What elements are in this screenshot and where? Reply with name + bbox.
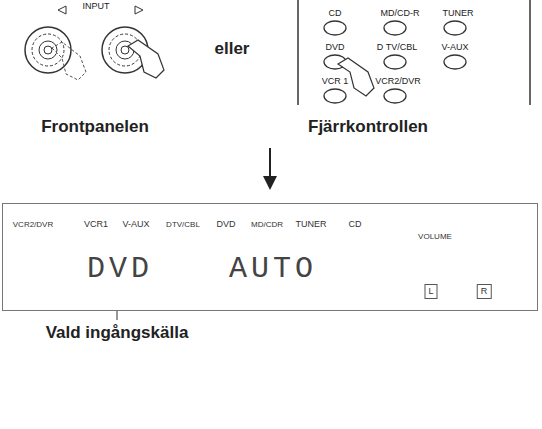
down-arrow <box>263 148 277 190</box>
source-indicator: DTV/CBL <box>166 221 200 229</box>
volume-label: VOLUME <box>418 233 452 241</box>
remote-edge <box>529 0 531 105</box>
remote-buttons <box>324 21 466 103</box>
button-label: CD <box>329 9 342 18</box>
display-source: DVD <box>87 254 153 284</box>
button-label: TUNER <box>443 9 474 18</box>
button-label: VCR2/DVR <box>375 77 421 86</box>
button-label: V-AUX <box>441 43 468 52</box>
source-indicator: MD/CDR <box>251 221 283 229</box>
button-label: D TV/CBL <box>377 43 417 52</box>
control-name: INPUT <box>83 2 110 11</box>
source-indicator: TUNER <box>296 220 327 229</box>
channel-indicator: L <box>424 284 437 299</box>
caption: Frontpanelen <box>41 118 149 135</box>
source-indicator: VCR2/DVR <box>13 221 53 229</box>
right-triangle <box>135 6 143 14</box>
button-label: VCR 1 <box>322 77 349 86</box>
remote-edge <box>297 0 299 105</box>
display-panel: VCR2/DVR VCR1 V-AUX DTV/CBL DVD MD/CDR TUNER CD… <box>2 203 538 311</box>
caption: Fjärrkontrollen <box>308 118 428 135</box>
button-label: DVD <box>325 43 344 52</box>
display-mode: AUTO <box>229 254 317 284</box>
button-label: MD/CD-R <box>381 9 420 18</box>
callout-caption: Vald ingångskälla <box>46 324 189 341</box>
hand-outline-dashed <box>52 42 86 80</box>
source-indicator: CD <box>349 220 362 229</box>
left-triangle <box>58 6 66 14</box>
channel-indicator: R <box>477 284 492 299</box>
source-indicator: DVD <box>216 220 235 229</box>
source-indicator: V-AUX <box>122 220 149 229</box>
connector-word: eller <box>215 40 250 57</box>
hand <box>128 40 164 78</box>
source-indicator: VCR1 <box>84 220 108 229</box>
